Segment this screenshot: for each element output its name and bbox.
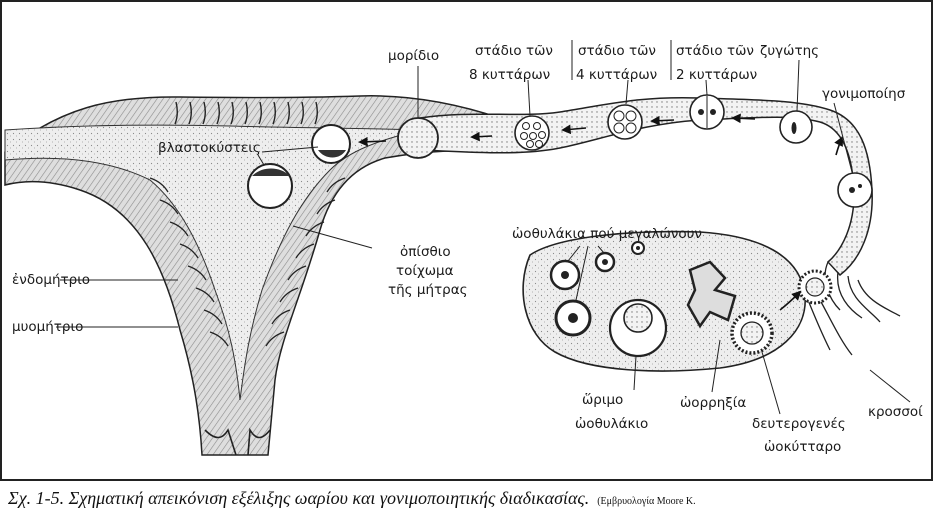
two-cell-stage: [690, 95, 724, 129]
label-zygote: ζυγώτης: [760, 43, 819, 59]
label-back-wall-2: τοίχωμα: [396, 263, 454, 279]
label-stage8-line1: στάδιο τῶν: [475, 43, 553, 59]
eight-cell-stage: [515, 116, 549, 150]
label-stage2-line2: 2 κυττάρων: [676, 67, 757, 83]
four-cell-stage: [608, 105, 642, 139]
label-stage2-line1: στάδιο τῶν: [676, 43, 754, 59]
secondary-oocyte: [732, 313, 772, 353]
caption-source: (Εμβρυολογία Moore K.: [597, 496, 695, 507]
label-stage4-line2: 4 κυττάρων: [576, 67, 657, 83]
label-fertilization: γονιμοποίησ: [822, 86, 906, 102]
caption-text: Σχ. 1-5. Σχηματική απεικόνιση εξέλιξης ω…: [8, 488, 589, 508]
label-blastocysts: βλαστοκύστεις: [158, 140, 261, 156]
label-endometrium: ἐνδομήτριο: [12, 272, 90, 288]
figure-border: [1, 1, 932, 480]
label-mature-follicle-1: ὥριμο: [582, 392, 623, 408]
label-myometrium: μυομήτριο: [12, 319, 83, 335]
blastocyst-1: [312, 125, 350, 163]
mature-follicle: [610, 300, 666, 356]
figure-caption: Σχ. 1-5. Σχηματική απεικόνιση εξέλιξης ω…: [8, 488, 696, 509]
label-morula: μορίδιο: [388, 48, 439, 64]
label-secondary-oocyte-1: δευτερογενές: [752, 416, 846, 432]
label-back-wall-1: ὀπίσθιο: [400, 244, 451, 260]
label-back-wall-3: τῆς μήτρας: [388, 282, 468, 298]
label-mature-follicle-2: ὠοθυλάκιο: [575, 416, 648, 432]
blastocyst-2-implanting: [248, 164, 292, 208]
label-secondary-oocyte-2: ὠοκύτταρο: [764, 439, 841, 455]
label-ovulation: ὠορρηξία: [680, 395, 746, 411]
morula: [398, 118, 438, 158]
oocyte-near-fimbriae: [799, 271, 831, 303]
fertilization-cell: [838, 173, 872, 207]
label-stage4-line1: στάδιο τῶν: [578, 43, 656, 59]
label-stage8-line2: 8 κυττάρων: [469, 67, 550, 83]
label-growing-follicles: ὠοθυλάκια πού μεγαλώνουν: [512, 226, 702, 242]
zygote-cell: [780, 111, 812, 143]
label-fimbriae: κροσσοί: [868, 404, 923, 420]
